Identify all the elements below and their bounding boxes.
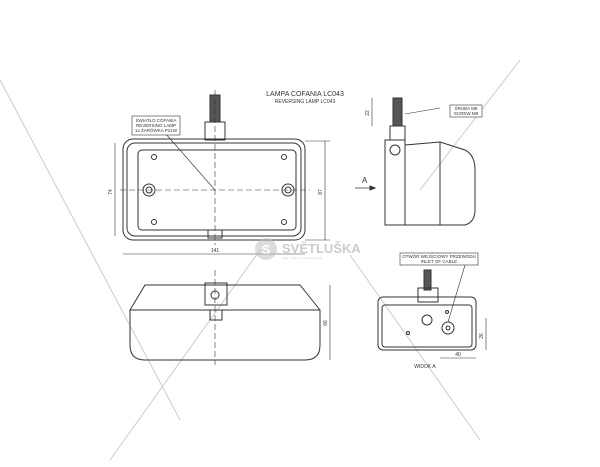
svg-text:lampy · světla · pro nákladní: lampy · světla · pro nákladní vozidla: [282, 257, 322, 260]
svg-text:OTWÓR WEJŚCIOWY PRZEWODU: OTWÓR WEJŚCIOWY PRZEWODU: [402, 252, 476, 259]
dim-view-a-horizontal: 40: [455, 352, 461, 358]
dim-width: 141: [211, 248, 220, 254]
dim-screw: 22: [365, 110, 371, 116]
svg-text:INLET OF CABLE: INLET OF CABLE: [421, 259, 457, 264]
title-line1: LAMPA COFANIA LC043: [266, 91, 344, 98]
svg-text:SCREW M8: SCREW M8: [454, 111, 479, 116]
view-arrow-label: A: [362, 176, 368, 185]
bottom-view: [129, 270, 331, 365]
callout-bulb: ŚWIATŁO COFANIA REVERSING LAMP 1x ŻARÓWK…: [131, 115, 181, 136]
svg-text:ŚWIATŁO COFANIA: ŚWIATŁO COFANIA: [136, 116, 177, 123]
view-a-label: WIDOK A: [414, 364, 436, 370]
front-view: [114, 90, 330, 255]
svg-text:ŚRUBA M8: ŚRUBA M8: [455, 104, 478, 111]
svg-text:REVERSING LAMP: REVERSING LAMP: [136, 123, 176, 128]
watermark-logo: S SVĚTLUŠKA lampy · světla · pro nákladn…: [255, 238, 361, 260]
svg-text:SVĚTLUŠKA: SVĚTLUŠKA: [282, 241, 361, 256]
dim-depth: 66: [323, 320, 329, 326]
callout-screw: ŚRUBA M8 SCREW M8: [449, 104, 483, 118]
title-line2: REVERSING LAMP LC043: [275, 99, 336, 105]
side-view: [355, 97, 476, 226]
dim-inner-height: 74: [108, 189, 114, 195]
callout-cable: OTWÓR WEJŚCIOWY PRZEWODU INLET OF CABLE: [399, 252, 479, 266]
svg-text:S: S: [262, 242, 271, 257]
dim-view-a-vertical: 26: [479, 333, 485, 339]
dim-height: 87: [318, 189, 324, 195]
view-a: [377, 264, 487, 359]
svg-text:1x ŻARÓWKA P21W: 1x ŻARÓWKA P21W: [135, 127, 178, 133]
